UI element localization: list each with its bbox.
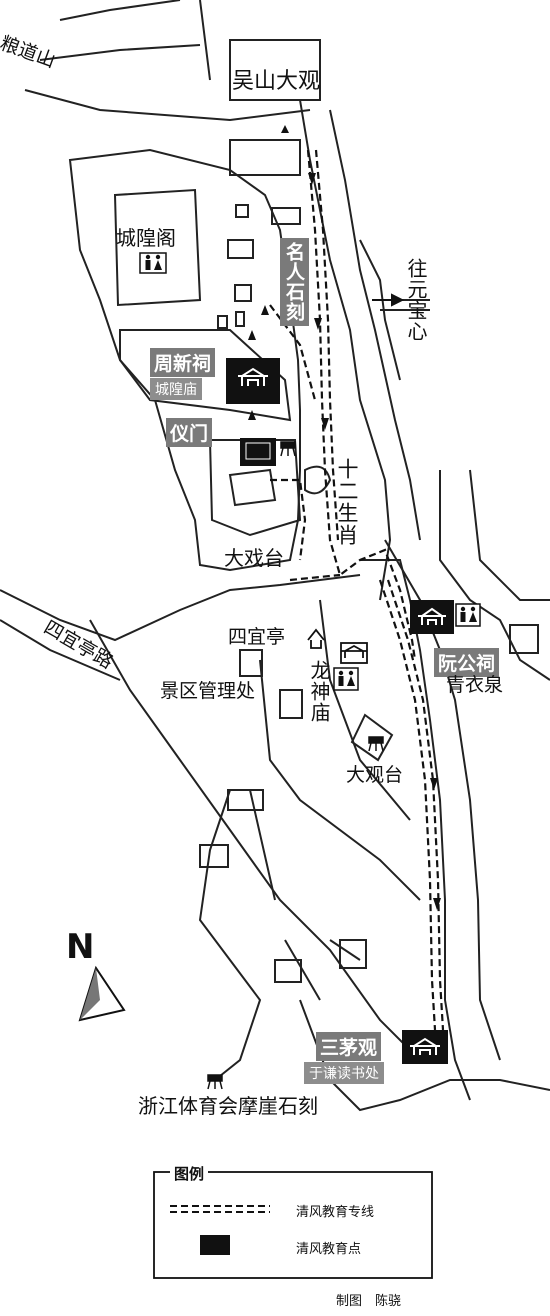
compass [78, 965, 126, 1022]
top-buildings [24, 0, 332, 495]
label-zhouxinci: 周新祠 [150, 348, 216, 377]
toilet-icon-ruangongci [455, 603, 481, 627]
label-shier-shengxiao: 十二生肖 [335, 458, 360, 546]
label-chenghuangmiao: 城隍庙 [150, 378, 202, 400]
education-route [269, 149, 445, 1031]
toilet-icon [139, 252, 167, 274]
map-credit: 制图 陈骁 [336, 1294, 402, 1309]
ding-icon [207, 441, 384, 1090]
label-sanmaoguan: 三茅观 [316, 1032, 382, 1061]
temple-icon [340, 642, 368, 664]
route-arrows [248, 125, 441, 910]
label-longshenmiao: 龙神庙 [307, 660, 331, 723]
legend-route-label: 清风教育专线 [296, 1205, 375, 1220]
direction-arrow-east [372, 293, 405, 307]
pavilion-icon [307, 628, 325, 649]
label-mingren-shike: 名人石刻 [280, 238, 309, 326]
legend-point-label: 清风教育点 [296, 1242, 362, 1257]
label-wushan-daguan: 吴山大观 [232, 69, 321, 94]
label-daxitai: 大戏台 [224, 546, 284, 570]
legend-box [153, 1171, 433, 1279]
label-yimen: 仪门 [166, 418, 213, 447]
label-chenghuangge: 城隍阁 [116, 226, 176, 250]
toilet-icon-longshenmiao [333, 667, 359, 691]
park-boundary [68, 148, 302, 572]
small-buildings [199, 624, 539, 983]
label-qingyiquan: 青衣泉 [446, 674, 504, 696]
label-ruangongci: 阮公祠 [434, 648, 500, 677]
compass-north-label: N [66, 927, 95, 967]
label-moya-shike: 浙江体育会摩崖石刻 [138, 1094, 318, 1118]
label-jingqu-guanlichu: 景区管理处 [160, 680, 256, 702]
legend-title: 图例 [170, 1163, 209, 1184]
label-wang-yuanbaoxin: 往元宝心 [404, 258, 428, 342]
label-yuqian-dushuchu: 于谦读书处 [304, 1062, 384, 1084]
label-siyiting: 四宜亭 [228, 626, 286, 648]
education-points [226, 358, 454, 1064]
label-daguantai: 大观台 [346, 764, 404, 786]
